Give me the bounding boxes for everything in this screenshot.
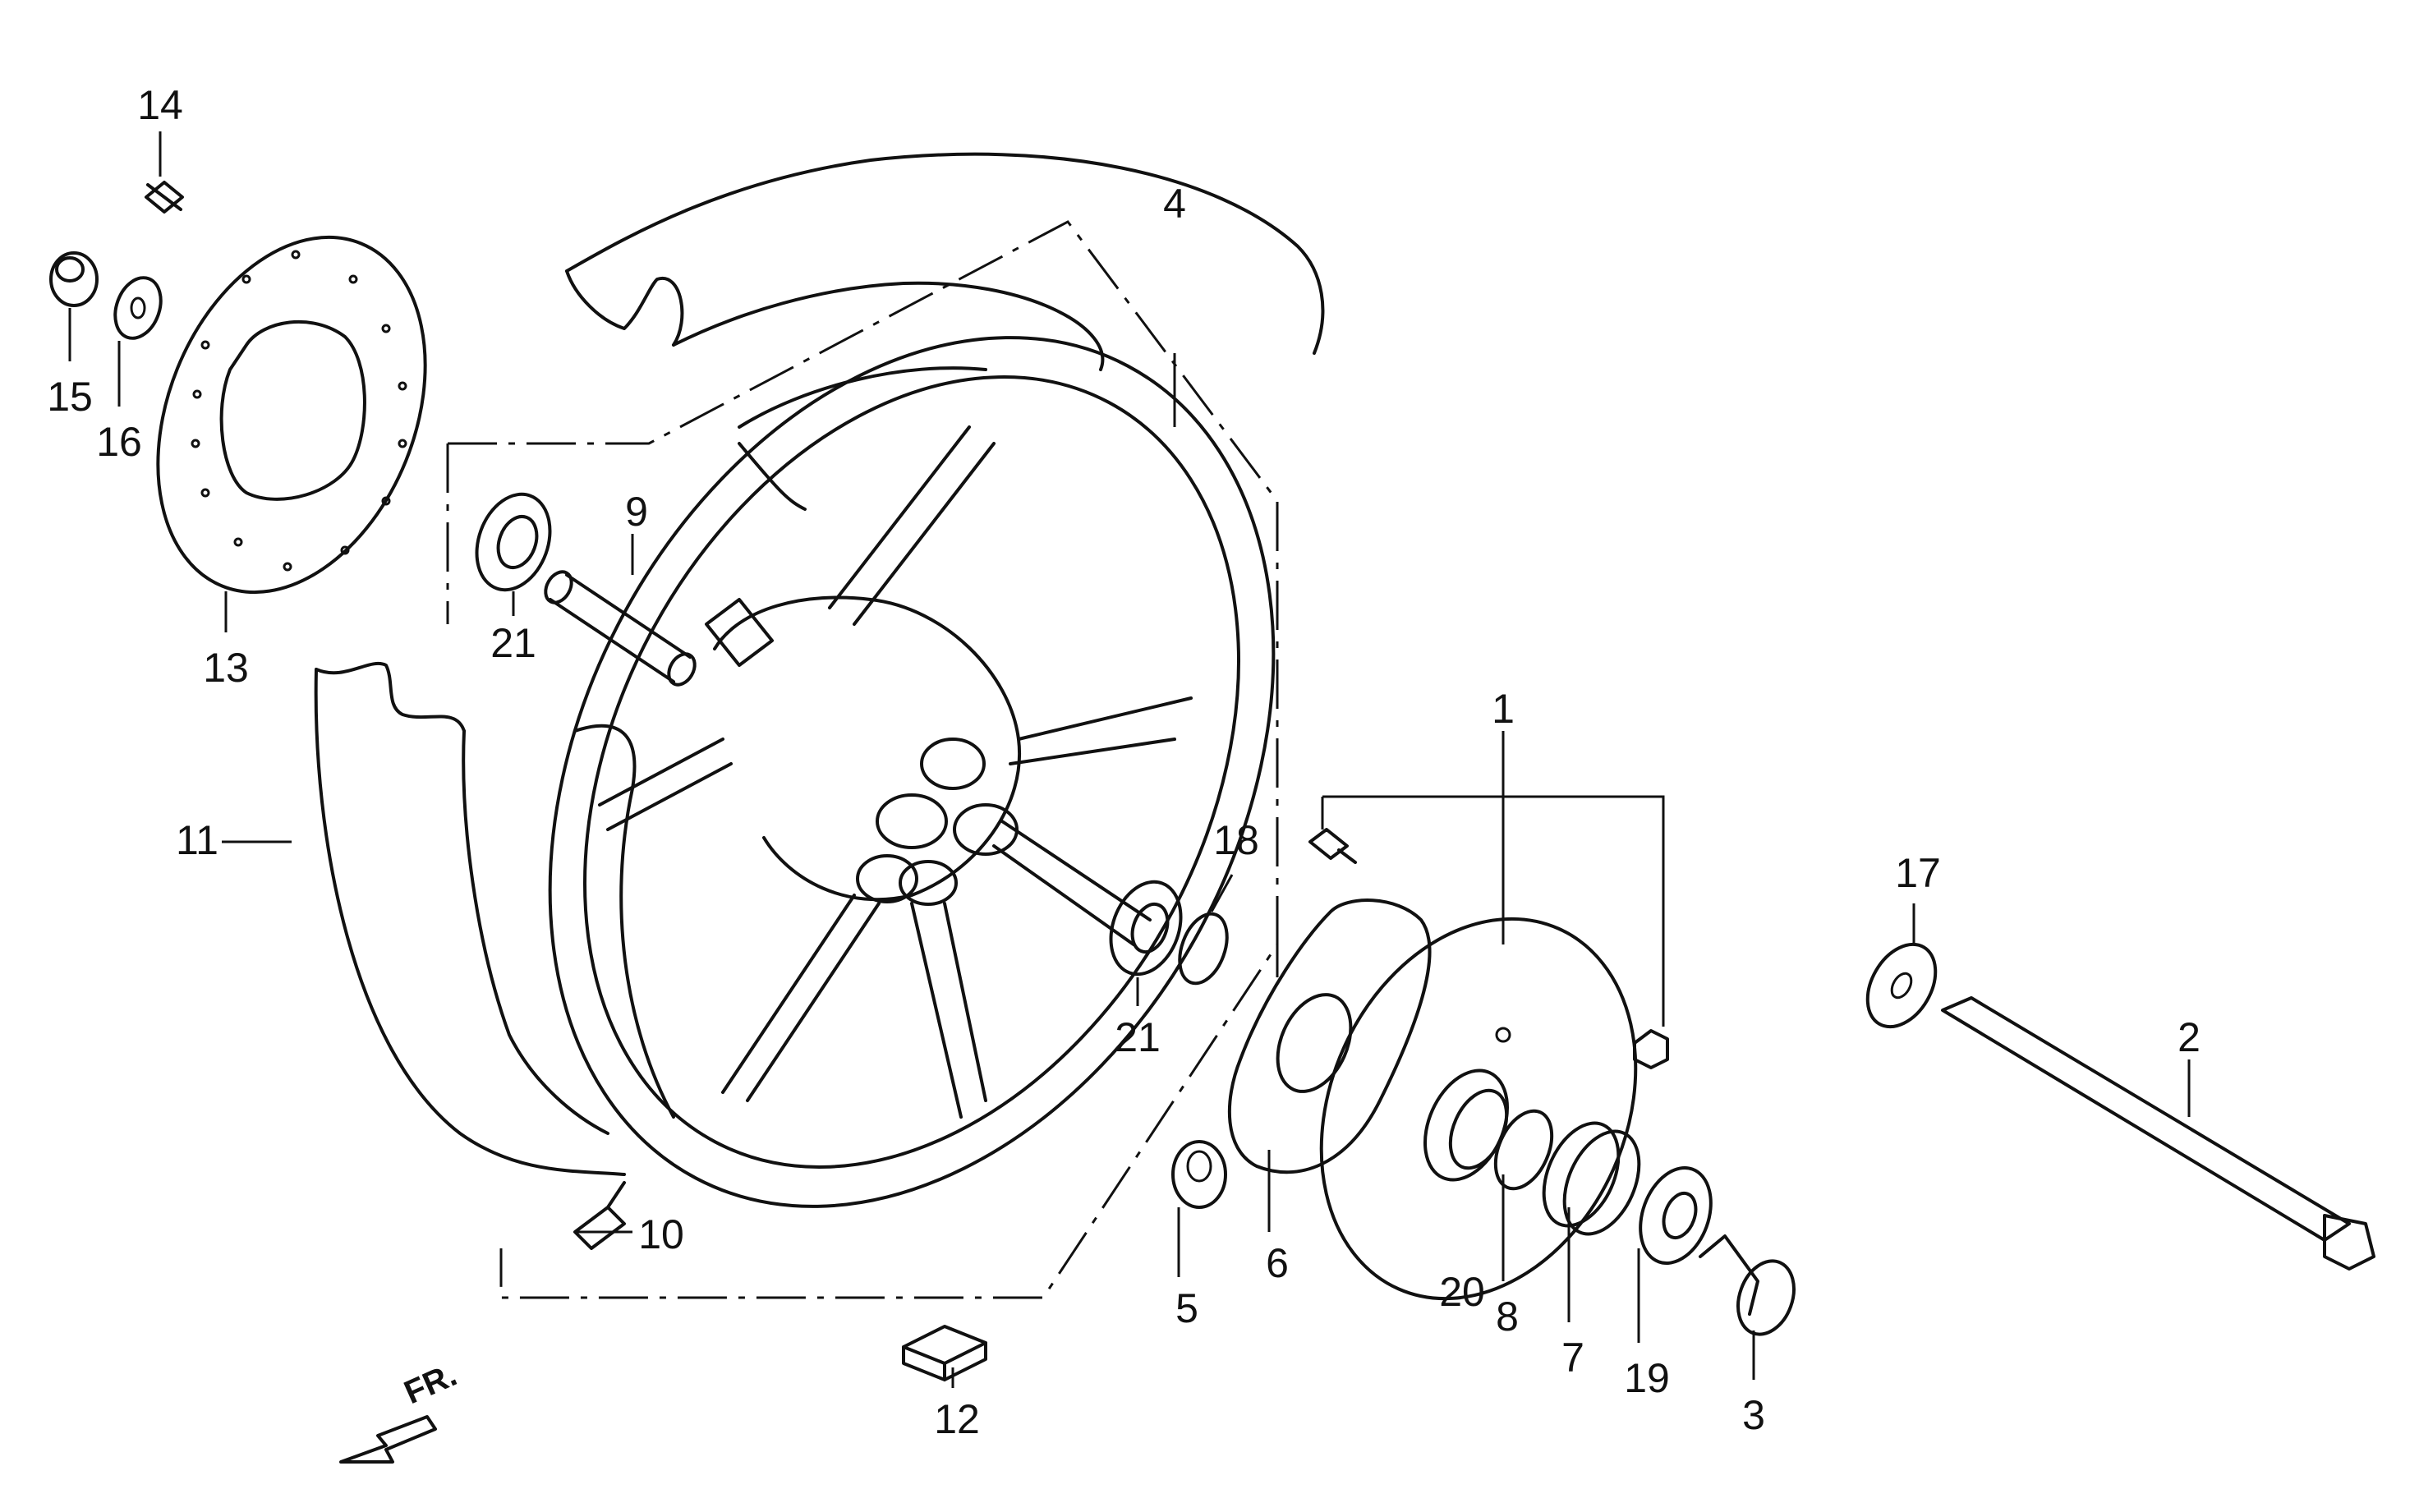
callout-5: 5 xyxy=(1175,1285,1198,1331)
callout-8: 8 xyxy=(1496,1294,1519,1340)
callout-6: 6 xyxy=(1266,1240,1289,1286)
front-direction-arrow xyxy=(339,1415,437,1464)
callout-2: 2 xyxy=(2178,1014,2201,1060)
callout-7: 7 xyxy=(1561,1335,1584,1381)
callout-21-right: 21 xyxy=(1115,1014,1161,1060)
front-direction-label: FR. xyxy=(399,1357,462,1411)
callout-12: 12 xyxy=(934,1396,980,1442)
tire-part xyxy=(314,152,1325,1176)
brake-disc xyxy=(156,235,427,595)
wheel-rim xyxy=(548,336,1276,1208)
callout-14: 14 xyxy=(137,82,183,128)
callout-13: 13 xyxy=(203,645,249,691)
left-bearing xyxy=(475,492,552,592)
disc-washer xyxy=(113,276,163,340)
disc-bolt xyxy=(145,181,184,214)
air-valve xyxy=(573,1181,626,1250)
sprocket-flange xyxy=(1227,898,1432,1174)
callout-1: 1 xyxy=(1492,686,1515,732)
right-bearing xyxy=(1109,880,1183,977)
callout-11: 11 xyxy=(176,817,218,863)
collar-5 xyxy=(1171,1140,1227,1209)
axle-washer xyxy=(1865,942,1938,1029)
callout-17: 17 xyxy=(1895,850,1941,896)
callout-21-left: 21 xyxy=(490,620,536,666)
callout-9: 9 xyxy=(625,489,648,535)
oring-8 xyxy=(1493,1109,1554,1191)
callout-20: 20 xyxy=(1439,1269,1485,1315)
bearing-19 xyxy=(1639,1165,1713,1266)
assembly-outline xyxy=(446,220,1279,1299)
callout-3: 3 xyxy=(1742,1392,1765,1438)
sprocket-nut xyxy=(1633,1029,1669,1069)
balance-weight xyxy=(902,1325,987,1381)
distance-collar xyxy=(544,570,697,687)
collar-3 xyxy=(1699,1234,1796,1336)
callout-4: 4 xyxy=(1163,181,1186,227)
disc-nut xyxy=(49,251,99,307)
callout-10: 10 xyxy=(638,1211,684,1257)
dust-seal-7 xyxy=(1542,1121,1641,1236)
sprocket-bolt xyxy=(1308,828,1357,864)
circlip xyxy=(1178,912,1229,986)
callout-19: 19 xyxy=(1624,1355,1670,1401)
callout-18: 18 xyxy=(1213,817,1259,863)
callout-16: 16 xyxy=(96,419,142,465)
leader-lines xyxy=(68,131,2191,1388)
callout-15: 15 xyxy=(47,374,93,420)
axle xyxy=(1941,996,2375,1271)
